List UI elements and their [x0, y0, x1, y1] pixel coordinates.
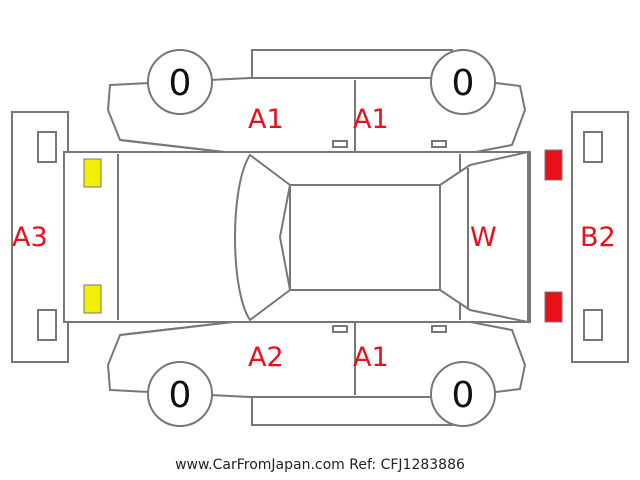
- tire-front-left: 0: [147, 49, 213, 115]
- rear-light-marker-bottom: [544, 291, 563, 323]
- front-bumper-panel: [11, 111, 69, 363]
- tire-rear-right-value: 0: [452, 375, 475, 416]
- damage-code-right-rear-door: A1: [353, 342, 389, 373]
- damage-code-rear-bumper: B2: [580, 222, 616, 253]
- tire-front-right-value: 0: [169, 375, 192, 416]
- front-light-marker-top: [83, 158, 102, 188]
- rear-bumper-panel: [571, 111, 629, 363]
- tire-front-left-value: 0: [169, 63, 192, 104]
- reference-footer: www.CarFromJapan.com Ref: CFJ1283886: [175, 457, 465, 473]
- damage-code-right-front-door: A2: [248, 342, 284, 373]
- damage-code-left-front-door: A1: [248, 104, 284, 135]
- car-side-top: [106, 49, 527, 185]
- tire-rear-left-value: 0: [452, 63, 475, 104]
- damage-code-front-bumper: A3: [12, 222, 48, 253]
- tire-rear-left: 0: [430, 49, 496, 115]
- tire-front-right: 0: [147, 361, 213, 427]
- front-light-marker-bottom: [83, 284, 102, 314]
- tire-rear-right: 0: [430, 361, 496, 427]
- damage-code-windshield: W: [470, 222, 497, 253]
- rear-light-marker-top: [544, 149, 563, 181]
- damage-code-left-rear-door: A1: [353, 104, 389, 135]
- car-body-top-view: [63, 150, 531, 324]
